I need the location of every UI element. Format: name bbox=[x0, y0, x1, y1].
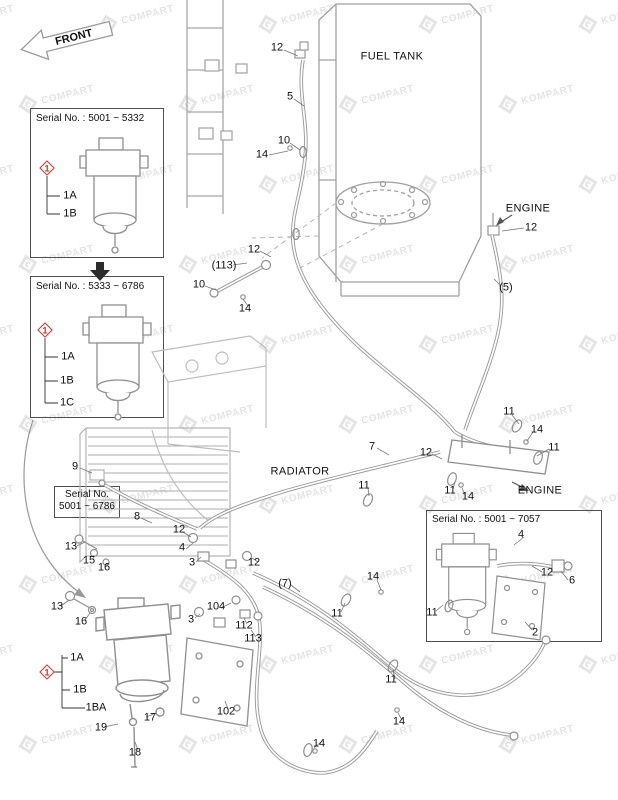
construction-lines bbox=[251, 202, 384, 269]
inset-box-serial-5001-6786 bbox=[54, 486, 120, 518]
pipe-fittings bbox=[98, 259, 272, 487]
small-fittings bbox=[64, 532, 573, 741]
inset-box-serial-5001-5332 bbox=[30, 108, 164, 258]
direction-arrows bbox=[20, 20, 529, 598]
callout-brackets bbox=[44, 176, 85, 709]
hose-clamps bbox=[240, 145, 543, 757]
mounting-plate-102 bbox=[180, 637, 254, 727]
leader-lines bbox=[60, 49, 569, 751]
fuel-hoses-inner bbox=[102, 59, 558, 774]
junction-plate-drawing bbox=[447, 434, 550, 475]
filter-assembly-box4 bbox=[435, 532, 497, 636]
filter-assembly-main bbox=[95, 597, 181, 768]
filter-assembly-box1 bbox=[79, 137, 149, 254]
radiator-drawing bbox=[79, 427, 231, 564]
inset-box-serial-5001-7057 bbox=[426, 510, 602, 642]
frame-mast-drawing bbox=[186, 0, 248, 214]
engine-drawing bbox=[151, 335, 267, 523]
filter-assembly-box2 bbox=[82, 304, 152, 421]
mounting-plate-2 bbox=[491, 575, 546, 641]
fuel-hoses bbox=[101, 58, 559, 775]
fuel-tank-drawing bbox=[294, 3, 500, 297]
